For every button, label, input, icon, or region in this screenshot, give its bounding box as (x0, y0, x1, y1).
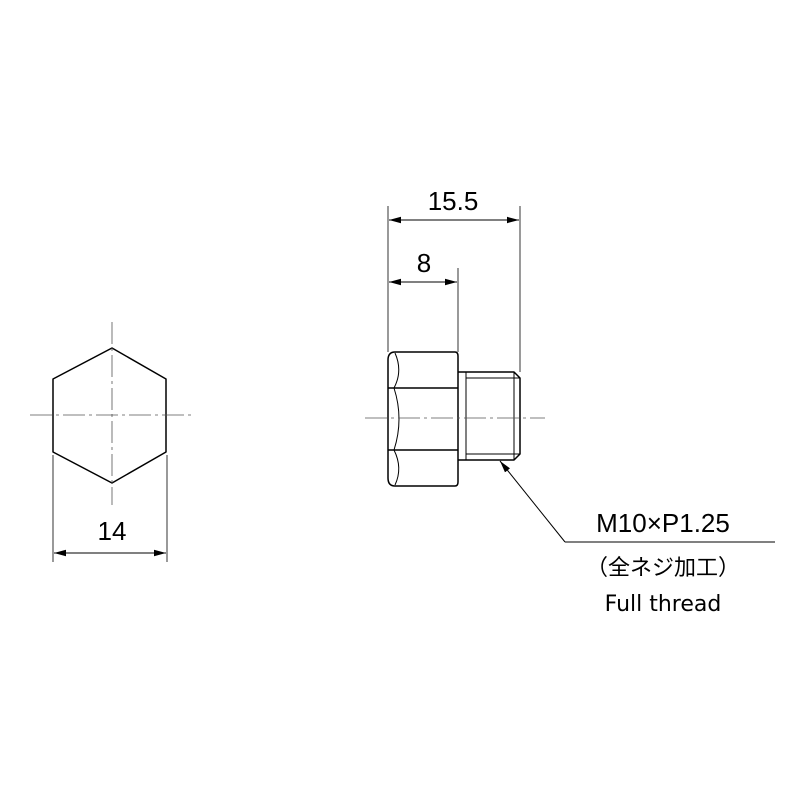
hex-outline (52, 347, 167, 484)
overall-length-label: 15.5 (428, 186, 479, 216)
hex-head-chamfer-arc-top (393, 352, 400, 389)
hex-head-chamfer-arc-mid (393, 387, 400, 451)
hex-head-outline (387, 351, 459, 487)
hex-head-chamfer-arc-bottom (393, 449, 400, 486)
leader-line (499, 460, 566, 543)
head-height-label: 8 (417, 248, 431, 278)
thread-note-japanese: （全ネジ加工） (586, 556, 740, 581)
hex-front-view: 14 (30, 322, 195, 562)
thread-note-english: Full thread (605, 592, 722, 617)
thread-callout: M10×P1.25 （全ネジ加工） Full thread (499, 460, 775, 617)
plug-side-view: 15.5 8 (365, 186, 545, 487)
thread-shank-outline (458, 371, 521, 461)
thread-spec-label: M10×P1.25 (596, 508, 730, 538)
hex-width-label: 14 (98, 516, 127, 546)
